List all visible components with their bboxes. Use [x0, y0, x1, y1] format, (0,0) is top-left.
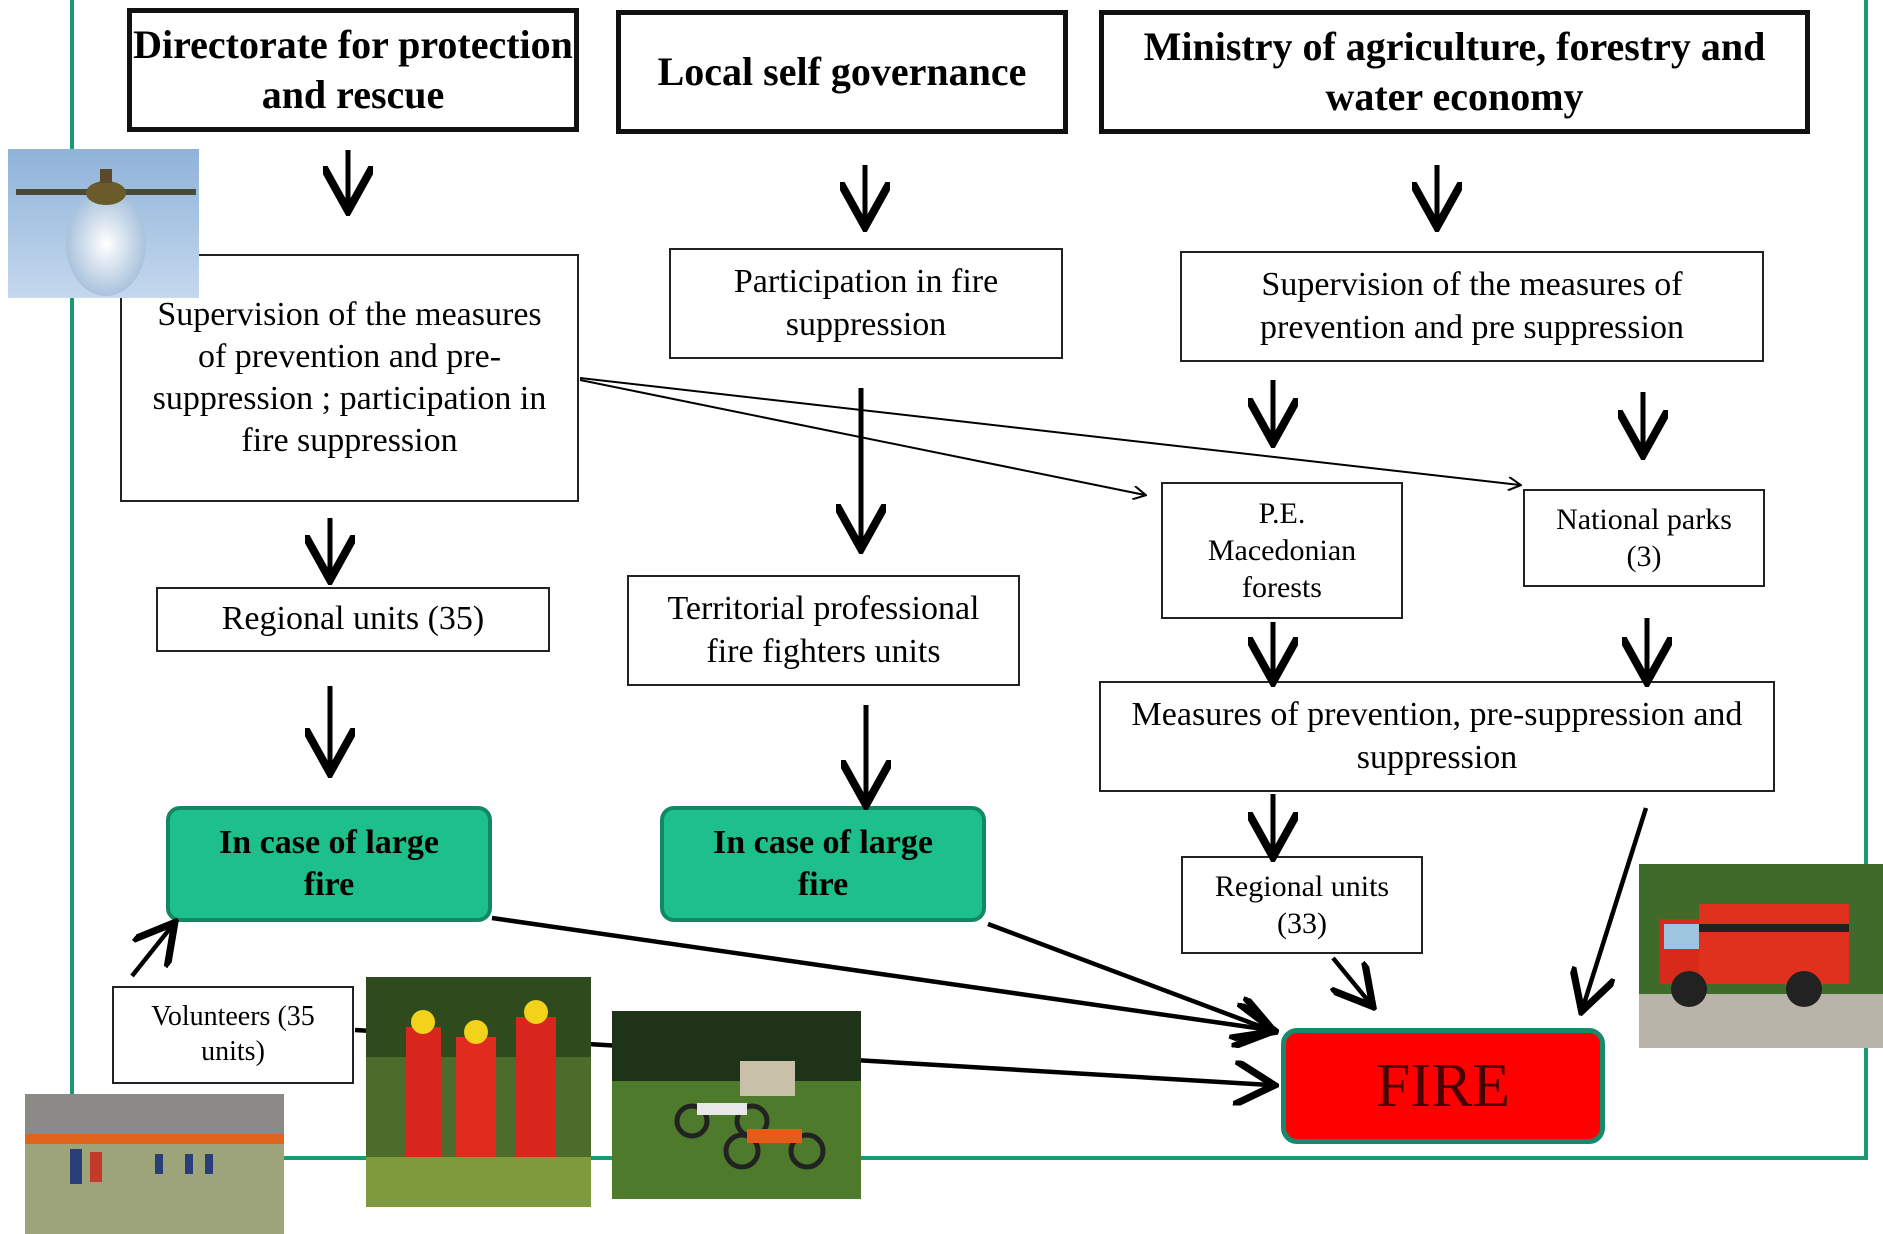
territorial-units-text: Territorial professional fire fighters u…	[667, 590, 980, 670]
directorate-supervision-text: Supervision of the measures of preventio…	[152, 295, 547, 460]
measures-box: Measures of prevention, pre-suppression …	[1099, 681, 1775, 792]
fire-truck-photo	[1639, 864, 1883, 1048]
volunteers-box: Volunteers (35 units)	[112, 986, 354, 1084]
directorate-large-fire-box: In case of large fire	[166, 806, 492, 922]
fire-box: FIRE	[1281, 1028, 1605, 1144]
national-parks-box: National parks (3)	[1523, 489, 1765, 587]
header-ministry-text: Ministry of agriculture, forestry and wa…	[1143, 24, 1766, 119]
territorial-units-box: Territorial professional fire fighters u…	[627, 575, 1020, 686]
header-local-governance: Local self governance	[616, 10, 1068, 134]
header-local-text: Local self governance	[657, 49, 1027, 95]
local-large-fire-box: In case of large fire	[660, 806, 986, 922]
fire-text: FIRE	[1375, 1051, 1511, 1120]
diagram-frame	[70, 0, 1868, 1160]
directorate-regional-units-text: Regional units (35)	[221, 600, 485, 638]
local-participation-box: Participation in fire suppression	[669, 248, 1063, 359]
local-participation-text: Participation in fire suppression	[733, 263, 999, 343]
directorate-regional-units-box: Regional units (35)	[156, 587, 550, 652]
directorate-large-fire-text: In case of large fire	[218, 823, 439, 903]
ministry-regional-units-box: Regional units (33)	[1181, 856, 1423, 954]
local-large-fire-text: In case of large fire	[712, 823, 933, 903]
header-ministry: Ministry of agriculture, forestry and wa…	[1099, 10, 1810, 134]
national-parks-text: National parks (3)	[1556, 502, 1732, 573]
motorcycles-photo	[612, 1011, 861, 1199]
firefighters-team-photo	[366, 977, 591, 1207]
measures-text: Measures of prevention, pre-suppression …	[1131, 696, 1743, 776]
header-directorate-text: Directorate for protection and rescue	[133, 22, 573, 117]
field-fire-crew-photo	[25, 1094, 284, 1234]
ministry-regional-units-text: Regional units (33)	[1214, 869, 1390, 940]
pe-forests-text: P.E. Macedonian forests	[1207, 496, 1357, 605]
volunteers-text: Volunteers (35 units)	[151, 1001, 315, 1067]
ministry-supervision-text: Supervision of the measures of preventio…	[1260, 266, 1684, 346]
firefighting-plane-photo	[8, 149, 199, 298]
header-directorate: Directorate for protection and rescue	[127, 8, 579, 132]
pe-forests-box: P.E. Macedonian forests	[1161, 482, 1403, 619]
ministry-supervision-box: Supervision of the measures of preventio…	[1180, 251, 1764, 362]
